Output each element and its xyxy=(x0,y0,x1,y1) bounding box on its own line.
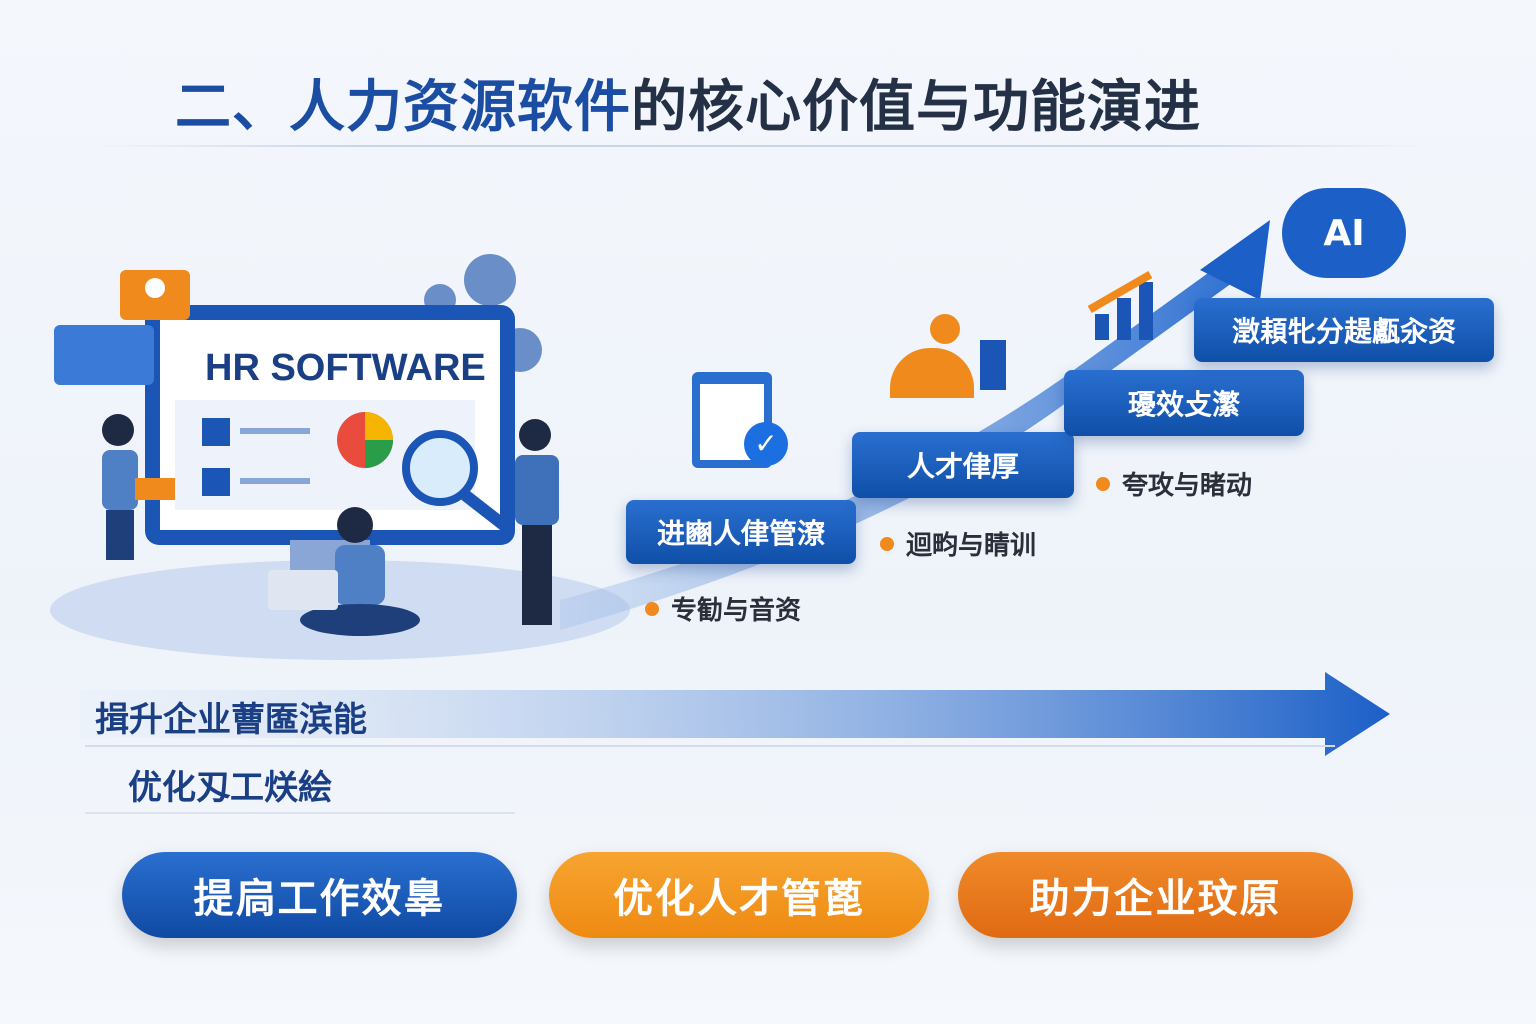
step-3-box: 瓇效攴瀿 xyxy=(1064,370,1304,436)
step-2-label: 人才侓厚 xyxy=(906,450,1019,483)
checkbox-icon xyxy=(202,468,230,496)
bullet-dot-icon xyxy=(645,601,659,616)
step-3-label: 瓇效攴瀿 xyxy=(1127,388,1240,421)
step-1-bullet: 专勧与音资 xyxy=(645,590,801,627)
clipboard-check-icon: ✓ xyxy=(692,372,788,468)
bullet-text: 夸攻与睹动 xyxy=(1122,471,1253,501)
bar-chart-growth-icon xyxy=(1085,268,1185,340)
growth-path xyxy=(560,220,1270,630)
person-sitting xyxy=(268,507,420,636)
bullet-text: 专勧与音资 xyxy=(671,596,802,626)
progress-label-secondary: 优化刄工烪絵 xyxy=(128,768,332,808)
title-divider xyxy=(90,145,1430,147)
divider xyxy=(85,812,515,814)
bullet-text: 迴畇与睛训 xyxy=(906,531,1037,561)
pill-development: 助力企业玟原 xyxy=(958,852,1353,938)
person-woman xyxy=(102,414,175,560)
step-1-label: 进豳人侓管潦 xyxy=(656,517,825,550)
title-highlight: 二、人力资源软件 xyxy=(175,75,631,140)
pill-talent: 优化人才管蓖 xyxy=(549,852,929,938)
pill-label: 助力企业玟原 xyxy=(1029,876,1282,922)
step-4-label: 澂頛牝分趧甗汆资 xyxy=(1231,315,1456,348)
checkbox-icon xyxy=(202,418,230,446)
pill-label: 优化人才管蓖 xyxy=(613,876,865,922)
ai-brain-icon: AI xyxy=(1282,188,1406,278)
monitor-label: HR SOFTWARE xyxy=(205,347,486,389)
bullet-dot-icon xyxy=(1096,476,1110,491)
step-2-bullet: 迴畇与睛训 xyxy=(880,525,1036,562)
person-standing xyxy=(515,419,559,625)
magnifier-icon xyxy=(402,430,478,506)
step-1-box: 进豳人侓管潦 xyxy=(626,500,856,564)
pill-label: 提扃工作效辠 xyxy=(193,876,446,922)
divider xyxy=(85,745,1335,747)
step-4-box: 澂頛牝分趧甗汆资 xyxy=(1194,298,1494,362)
growth-arrowhead xyxy=(1200,220,1270,300)
step-3-bullet: 夸攻与睹动 xyxy=(1096,465,1252,502)
hr-software-illustration: HR SOFTWARE xyxy=(50,254,630,660)
pill-efficiency: 提扃工作效辠 xyxy=(122,852,517,938)
step-2-box: 人才侓厚 xyxy=(852,432,1074,498)
id-card-icon xyxy=(54,325,154,385)
growth-ribbon xyxy=(560,250,1250,630)
progress-label-primary: 揖升企业蓸匲滨能 xyxy=(95,700,367,740)
bullet-dot-icon xyxy=(880,536,894,551)
page-title: 二、人力资源软件的核心价值与功能演进 xyxy=(175,62,1201,143)
title-rest: 的核心价值与功能演进 xyxy=(631,75,1201,140)
talent-growth-icon xyxy=(890,300,1010,400)
ai-label: AI xyxy=(1323,212,1365,254)
progress-arrow xyxy=(80,672,1390,756)
